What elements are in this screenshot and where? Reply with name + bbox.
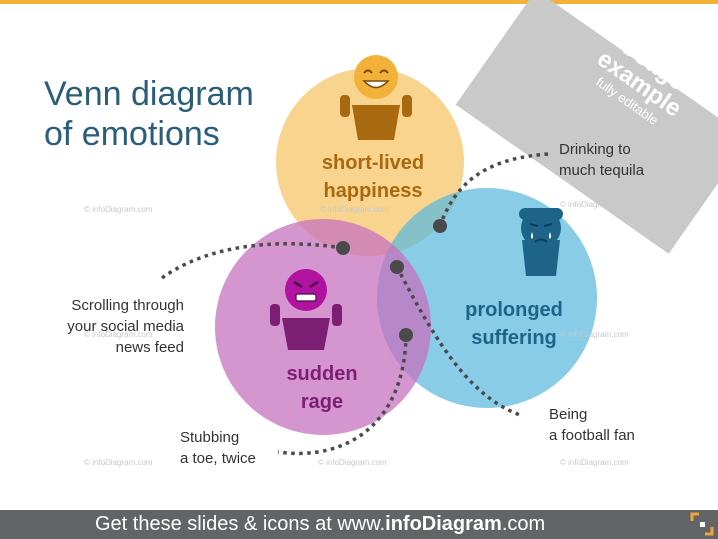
page-title: Venn diagram of emotions — [44, 74, 304, 154]
watermark: © infoDiagram.com — [318, 458, 387, 467]
footer-brand: infoDiagram — [385, 513, 502, 535]
title-line1: Venn diagram — [44, 75, 254, 113]
footer-suffix: .com — [501, 513, 546, 535]
annotation-social-line3: news feed — [115, 339, 184, 356]
annotation-social-line1: Scrolling through — [71, 297, 184, 314]
toe-connector — [277, 334, 408, 456]
infodiagram-logo-icon — [690, 512, 714, 536]
happiness-label-line2: happiness — [324, 180, 423, 202]
football-connector — [395, 266, 521, 417]
crying-person-icon — [519, 208, 563, 276]
happiness-circle — [276, 68, 464, 256]
suffering-label-line1: prolonged — [465, 299, 563, 321]
watermark: © infoDiagram.com — [84, 205, 153, 214]
annotation-tequila-line2: much tequila — [559, 162, 645, 179]
social-connector — [160, 242, 344, 280]
angry-person-icon — [270, 269, 342, 350]
toe-dot — [399, 328, 413, 342]
annotation-toe-line2: a toe, twice — [180, 450, 256, 467]
watermark: © infoDiagram.com — [320, 205, 389, 214]
social-dot — [336, 241, 350, 255]
watermark: © infoDiagram.com — [560, 330, 629, 339]
annotation-toe: Stubbing a toe, twice — [180, 427, 256, 469]
annotation-social: Scrolling through your social media news… — [24, 295, 184, 358]
footer-prefix: Get these slides & icons at www. — [95, 513, 386, 535]
annotation-tequila-line1: Drinking to — [559, 141, 631, 158]
watermark: © infoDiagram.com — [84, 458, 153, 467]
football-dot — [390, 260, 404, 274]
rage-label-line2: rage — [301, 391, 343, 413]
annotation-tequila: Drinking to much tequila — [559, 139, 644, 181]
footer-bar: Get these slides & icons at www.infoDiag… — [0, 510, 718, 539]
watermark: © infoDiagram.com — [560, 458, 629, 467]
tequila-dot — [433, 219, 447, 233]
watermark: © infoDiagram.com — [560, 200, 629, 209]
suffering-label-line2: suffering — [471, 327, 557, 349]
tequila-connector — [438, 152, 549, 227]
watermark: © infoDiagram.com — [84, 330, 153, 339]
happy-person-icon — [340, 55, 412, 140]
rage-label-line1: sudden — [286, 363, 357, 385]
footer-link[interactable]: Get these slides & icons at www.infoDiag… — [95, 513, 545, 536]
annotation-toe-line1: Stubbing — [180, 429, 240, 446]
annotation-football-line2: a football fan — [549, 427, 635, 444]
annotation-social-line2: your social media — [67, 318, 184, 335]
title-line2: of emotions — [44, 115, 220, 153]
annotation-football-line1: Being — [549, 406, 588, 423]
top-accent-bar — [0, 0, 718, 4]
happiness-label-line1: short-lived — [322, 152, 424, 174]
annotation-football: Being a football fan — [549, 404, 635, 446]
